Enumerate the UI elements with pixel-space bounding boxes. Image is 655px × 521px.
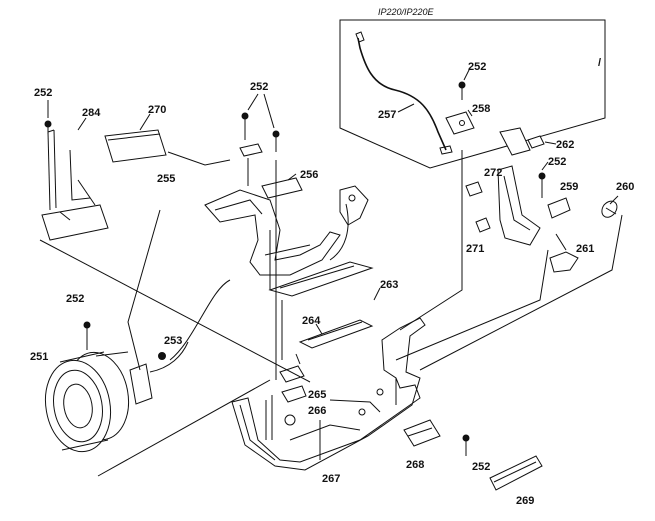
screw-icon xyxy=(538,172,546,198)
label-252: 252 xyxy=(548,156,566,168)
label-263: 263 xyxy=(380,279,398,291)
label-284: 284 xyxy=(82,107,101,119)
chassis-base xyxy=(231,317,426,471)
pcb-assembly xyxy=(41,100,167,241)
screw-icon xyxy=(272,130,280,152)
label-266: 266 xyxy=(308,405,326,417)
label-252: 252 xyxy=(472,461,490,473)
inset-title: IP220/IP220E xyxy=(378,7,435,17)
label-252: 252 xyxy=(468,61,486,73)
label-252: 252 xyxy=(34,87,52,99)
label-251: 251 xyxy=(30,351,48,363)
label-264: 264 xyxy=(302,315,321,327)
label-260: 260 xyxy=(616,181,634,193)
label-267: 267 xyxy=(322,473,340,485)
screw-icon xyxy=(83,321,91,350)
label-268: 268 xyxy=(406,459,424,471)
lens-bracket xyxy=(129,341,189,405)
label-270: 270 xyxy=(148,104,166,116)
label-272: 272 xyxy=(484,167,502,179)
label-262: 262 xyxy=(556,139,574,151)
screw-icon xyxy=(241,112,249,140)
label-261: 261 xyxy=(576,243,594,255)
screw-icon xyxy=(44,120,52,134)
screw-icon xyxy=(462,434,470,456)
inset-box: IP220/IP220E xyxy=(339,7,606,169)
shutter-plates xyxy=(268,261,381,349)
corner-mark: / xyxy=(598,57,601,69)
label-255: 255 xyxy=(157,173,175,185)
small-parts xyxy=(279,353,307,403)
label-252: 252 xyxy=(66,293,84,305)
screw-icon xyxy=(458,81,466,100)
label-253: 253 xyxy=(164,335,182,347)
label-252: 252 xyxy=(250,81,268,93)
assembly-lines xyxy=(39,150,623,477)
front-parts xyxy=(403,419,543,491)
right-side-parts xyxy=(465,127,619,273)
label-271: 271 xyxy=(466,243,484,255)
label-257: 257 xyxy=(378,109,396,121)
part-labels: 252 284 270 252 255 256 252 257 258 262 … xyxy=(30,61,634,507)
label-258: 258 xyxy=(472,103,490,115)
lens-assembly xyxy=(44,351,130,453)
flex-cable xyxy=(204,143,369,276)
label-259: 259 xyxy=(560,181,578,193)
label-265: 265 xyxy=(308,389,326,401)
label-256: 256 xyxy=(300,169,318,181)
label-269: 269 xyxy=(516,495,534,507)
